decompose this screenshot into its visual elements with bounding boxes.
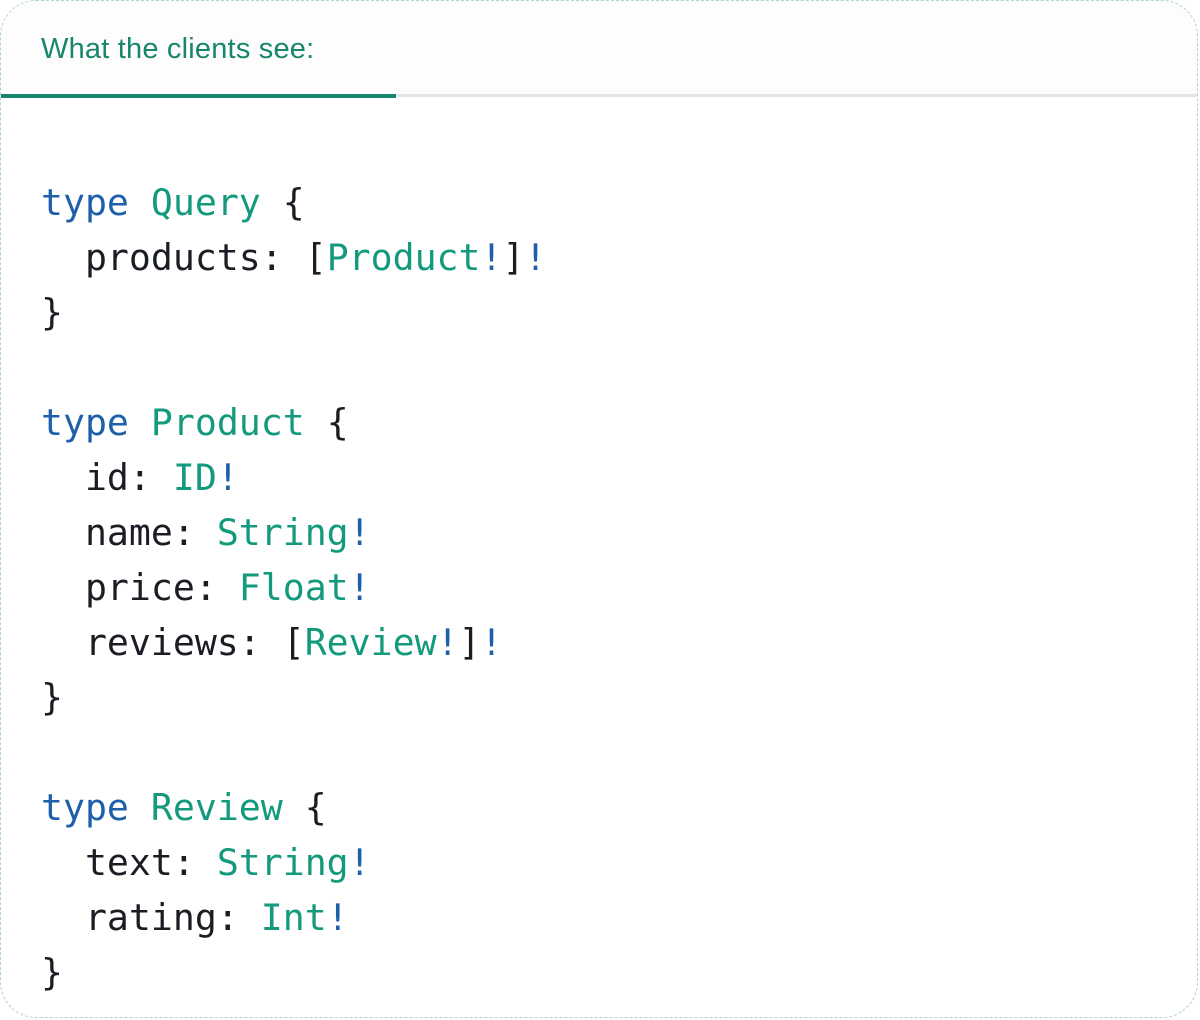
code-token-pl: ]: [502, 235, 525, 279]
code-token-bang: !: [480, 235, 503, 279]
code-token-pl: reviews: [: [41, 620, 305, 664]
code-line: type Query {: [41, 175, 1197, 230]
code-token-bang: !: [524, 235, 547, 279]
code-line: text: String!: [41, 835, 1197, 890]
code-token-ty: ID: [172, 455, 217, 499]
code-line: [41, 340, 1197, 395]
code-token-pl: }: [41, 675, 63, 719]
code-token-kw: type: [41, 180, 129, 224]
tab-bar-divider: [1, 94, 1197, 97]
code-line: [41, 725, 1197, 780]
code-token-ty: Review: [150, 785, 283, 829]
code-line: reviews: [Review!]!: [41, 615, 1197, 670]
code-token-ty: Product: [150, 400, 305, 444]
tab-label: What the clients see:: [41, 33, 315, 65]
active-tab-indicator: [1, 94, 396, 98]
code-token-bang: !: [480, 620, 503, 664]
code-line: type Product {: [41, 395, 1197, 450]
code-token-pl: [129, 401, 151, 444]
code-token-pl: text:: [41, 840, 217, 884]
code-token-pl: {: [304, 400, 349, 444]
code-token-bang: !: [216, 455, 239, 499]
code-token-ty: Query: [150, 180, 261, 224]
code-token-pl: }: [41, 290, 63, 334]
code-token-ty: Float: [238, 565, 349, 609]
code-token-pl: ]: [458, 620, 481, 664]
code-token-pl: price:: [41, 565, 239, 609]
code-line: name: String!: [41, 505, 1197, 560]
code-token-kw: type: [41, 400, 129, 444]
code-line: price: Float!: [41, 560, 1197, 615]
code-token-bang: !: [348, 840, 371, 884]
code-token-pl: rating:: [41, 895, 261, 939]
code-token-pl: [129, 786, 151, 829]
code-token-ty: Review: [304, 620, 437, 664]
code-line: }: [41, 670, 1197, 725]
code-token-bang: !: [348, 510, 371, 554]
code-line: type Review {: [41, 780, 1197, 835]
code-token-pl: id:: [41, 455, 173, 499]
code-token-ty: Product: [326, 235, 481, 279]
code-token-ty: String: [216, 510, 349, 554]
tab-bar: What the clients see:: [1, 1, 1197, 98]
code-token-pl: {: [260, 180, 305, 224]
code-line: id: ID!: [41, 450, 1197, 505]
code-block: type Query { products: [Product!]!} type…: [1, 135, 1197, 1000]
code-token-bang: !: [348, 565, 371, 609]
code-token-pl: products: [: [41, 235, 327, 279]
code-token-pl: }: [41, 950, 63, 994]
code-token-ty: Int: [260, 895, 327, 939]
code-token-bang: !: [326, 895, 349, 939]
code-line: }: [41, 945, 1197, 1000]
code-token-bang: !: [436, 620, 459, 664]
code-line: }: [41, 285, 1197, 340]
code-line: rating: Int!: [41, 890, 1197, 945]
code-token-ty: String: [216, 840, 349, 884]
code-line: products: [Product!]!: [41, 230, 1197, 285]
tab-what-clients-see[interactable]: What the clients see:: [41, 33, 314, 66]
code-token-pl: [129, 181, 151, 224]
code-token-pl: {: [282, 785, 327, 829]
code-token-pl: name:: [41, 510, 217, 554]
code-token-kw: type: [41, 785, 129, 829]
